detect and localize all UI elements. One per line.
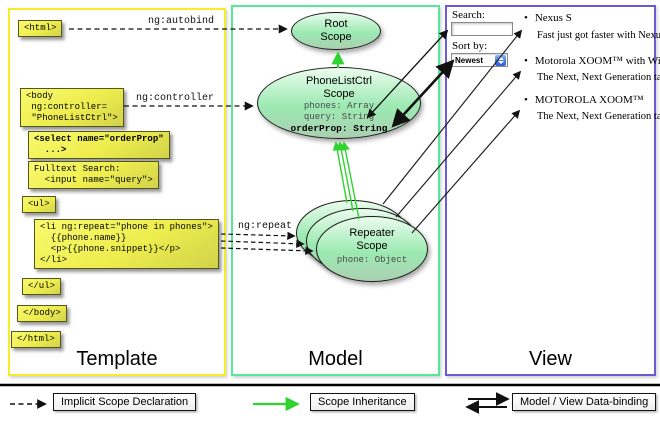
ng-repeat-label: ng:repeat (238, 221, 293, 232)
phonelistctrl-scope-props: phones: Array query: String (303, 101, 375, 122)
template-panel-label: Template (76, 348, 158, 370)
search-label: Search: (452, 9, 485, 21)
view-panel-label: View (529, 348, 572, 370)
dropdown-stepper-icon (495, 54, 506, 66)
legend-implicit-scope: Implicit Scope Declaration (53, 393, 197, 411)
phone-snippet: The Next, Next Generation tablet. (537, 111, 660, 122)
body-open-box: <body ng:controller= "PhoneListCtrl"> (20, 88, 124, 127)
repeater-scope-title: Repeater Scope (349, 227, 395, 252)
repeater-scope-prop: phone: Object (336, 255, 408, 265)
ul-open-box: <ul> (22, 196, 56, 213)
phone-name: Nexus S (534, 12, 572, 24)
bullet-icon: • (524, 12, 528, 24)
html-close-box: </html> (11, 331, 61, 348)
phone-list-item: • Nexus S (524, 12, 572, 24)
sort-dropdown[interactable]: Newest (451, 53, 508, 67)
ul-close-box: </ul> (22, 278, 62, 295)
root-scope-title: Root Scope (320, 18, 352, 43)
model-panel: Model (231, 5, 440, 376)
legend-databinding: Model / View Data-binding (512, 393, 657, 411)
legend-scope-inheritance: Scope Inheritance (310, 393, 415, 411)
phone-name: Motorola XOOM™ with Wi-Fi (534, 55, 660, 67)
phonelistctrl-scope-ellipse: PhoneListCtrl Scope phones: Array query:… (257, 67, 421, 139)
phone-snippet: Fast just got faster with Nexus S. (537, 30, 660, 41)
li-repeat-box: <li ng:repeat="phone in phones"> {{phone… (34, 219, 219, 269)
html-open-box: <html> (18, 20, 63, 37)
phone-name: MOTOROLA XOOM™ (534, 94, 644, 106)
sort-by-label: Sort by: (452, 40, 488, 52)
select-orderprop-box: <select name="orderProp" ...> (28, 131, 170, 159)
phone-list-item: • Motorola XOOM™ with Wi-Fi (524, 55, 660, 67)
ng-controller-label: ng:controller (136, 93, 215, 104)
phone-list-item: • MOTOROLA XOOM™ (524, 94, 644, 106)
body-close-box: </body> (17, 305, 67, 322)
phonelistctrl-scope-title: PhoneListCtrl Scope (305, 75, 373, 100)
model-panel-label: Model (308, 348, 363, 370)
phone-snippet: The Next, Next Generation tablet. (537, 72, 660, 83)
phonelistctrl-orderprop: orderProp: String (290, 123, 388, 134)
fulltext-search-box: Fulltext Search: <input name="query"> (28, 161, 159, 189)
bullet-icon: • (524, 55, 528, 67)
bullet-icon: • (524, 94, 528, 106)
ng-autobind-label: ng:autobind (148, 16, 215, 27)
root-scope-ellipse: Root Scope (291, 12, 381, 50)
search-input[interactable] (451, 22, 513, 36)
repeater-scope-ellipse-front: Repeater Scope phone: Object (316, 216, 428, 282)
sort-dropdown-value: Newest (455, 55, 484, 65)
